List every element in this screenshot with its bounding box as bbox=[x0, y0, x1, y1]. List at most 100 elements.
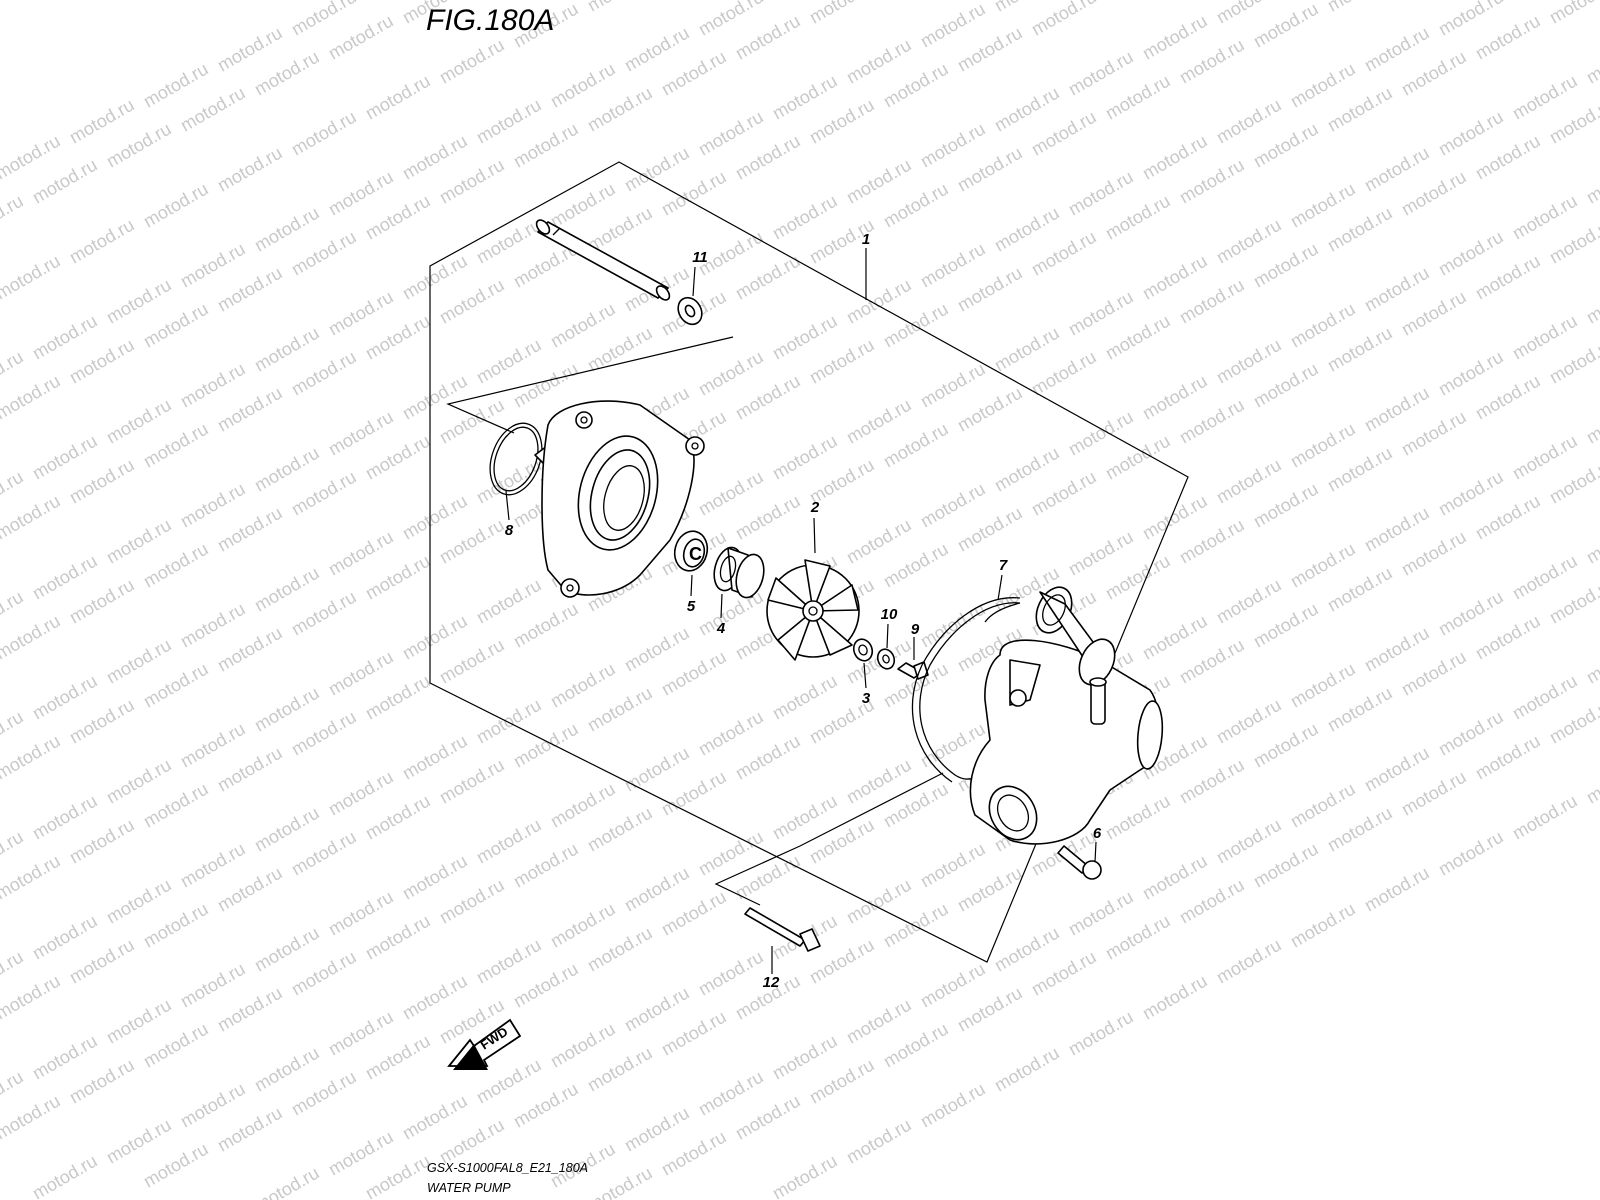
watermark-text: motod.ru bbox=[658, 47, 730, 100]
watermark-text: motod.ru bbox=[288, 587, 360, 640]
watermark-text: motod.ru bbox=[436, 875, 508, 928]
watermark-text: motod.ru bbox=[1065, 1007, 1137, 1060]
watermark-text: motod.ru bbox=[954, 23, 1026, 76]
watermark-text: motod.ru bbox=[1028, 227, 1100, 280]
watermark-text: motod.ru bbox=[140, 419, 212, 472]
watermark-text: motod.ru bbox=[510, 119, 582, 172]
watermark-text: motod.ru bbox=[362, 671, 434, 724]
watermark-text: motod.ru bbox=[140, 1019, 212, 1072]
watermark-text: motod.ru bbox=[214, 383, 286, 436]
watermark-text: motod.ru bbox=[1028, 0, 1100, 39]
watermark-text: motod.ru bbox=[251, 1163, 323, 1200]
watermark-text: motod.ru bbox=[1176, 35, 1248, 88]
watermark-text: motod.ru bbox=[1324, 443, 1396, 496]
watermark-text: motod.ru bbox=[1139, 971, 1211, 1024]
watermark-text: motod.ru bbox=[584, 683, 656, 736]
watermark-text: motod.ru bbox=[1583, 635, 1600, 688]
watermark-text: motod.ru bbox=[510, 359, 582, 412]
watermark-text: motod.ru bbox=[140, 299, 212, 352]
watermark-text: motod.ru bbox=[732, 851, 804, 904]
watermark-text: motod.ru bbox=[1472, 371, 1544, 424]
watermark-text: motod.ru bbox=[1287, 899, 1359, 952]
watermark-text: motod.ru bbox=[140, 659, 212, 712]
model-code: GSX-S1000FAL8_E21_180A bbox=[427, 1161, 588, 1175]
watermark-text: motod.ru bbox=[1398, 167, 1470, 220]
watermark-text: motod.ru bbox=[584, 803, 656, 856]
watermark-text: motod.ru bbox=[806, 95, 878, 148]
watermark-text: motod.ru bbox=[288, 1067, 360, 1120]
watermark-text: motod.ru bbox=[1176, 875, 1248, 928]
watermark-text: motod.ru bbox=[1250, 479, 1322, 532]
watermark-text: motod.ru bbox=[0, 191, 27, 244]
watermark-text: motod.ru bbox=[1250, 359, 1322, 412]
watermark-text: motod.ru bbox=[0, 371, 64, 424]
watermark-text: motod.ru bbox=[1583, 155, 1600, 208]
watermark-text: motod.ru bbox=[1250, 239, 1322, 292]
watermark-text: motod.ru bbox=[362, 1031, 434, 1084]
washer-10 bbox=[876, 623, 896, 670]
watermark-text: motod.ru bbox=[954, 863, 1026, 916]
watermark-text: motod.ru bbox=[1324, 323, 1396, 376]
watermark-text: motod.ru bbox=[214, 863, 286, 916]
watermark-text: motod.ru bbox=[1324, 83, 1396, 136]
watermark-text: motod.ru bbox=[1472, 731, 1544, 784]
watermark-text: motod.ru bbox=[732, 11, 804, 64]
callout-5: 5 bbox=[687, 598, 696, 615]
watermark-text: motod.ru bbox=[103, 119, 175, 172]
callout-4: 4 bbox=[716, 620, 726, 637]
watermark-text: motod.ru bbox=[806, 815, 878, 868]
watermark-text: motod.ru bbox=[66, 215, 138, 268]
watermark-text: motod.ru bbox=[1028, 947, 1100, 1000]
watermark-text: motod.ru bbox=[214, 743, 286, 796]
watermark-text: motod.ru bbox=[140, 539, 212, 592]
watermark-text: motod.ru bbox=[29, 155, 101, 208]
watermark-text: motod.ru bbox=[510, 599, 582, 652]
screw-6 bbox=[1057, 841, 1102, 880]
watermark-text: motod.ru bbox=[0, 851, 64, 904]
watermark-text: motod.ru bbox=[1324, 203, 1396, 256]
watermark-text: motod.ru bbox=[1472, 251, 1544, 304]
watermark-text: motod.ru bbox=[584, 83, 656, 136]
cut-line-upper bbox=[446, 336, 734, 434]
watermark-text: motod.ru bbox=[1361, 863, 1433, 916]
watermark-text: motod.ru bbox=[658, 647, 730, 700]
watermark-text: motod.ru bbox=[362, 1151, 434, 1200]
watermark-text: motod.ru bbox=[584, 323, 656, 376]
watermark-text: motod.ru bbox=[1583, 275, 1600, 328]
watermark-text: motod.ru bbox=[1324, 683, 1396, 736]
watermark-text: motod.ru bbox=[1472, 491, 1544, 544]
watermark-text: motod.ru bbox=[1324, 563, 1396, 616]
watermark-text: motod.ru bbox=[1102, 0, 1174, 3]
watermark-text: motod.ru bbox=[732, 491, 804, 544]
watermark-text: motod.ru bbox=[1176, 635, 1248, 688]
watermark-text: motod.ru bbox=[769, 1151, 841, 1200]
o-ring-7 bbox=[911, 574, 1021, 783]
watermark-text: motod.ru bbox=[1324, 803, 1396, 856]
watermark-text: motod.ru bbox=[1398, 647, 1470, 700]
watermark-text: motod.ru bbox=[214, 503, 286, 556]
o-ring-8 bbox=[489, 422, 543, 521]
watermark-text: motod.ru bbox=[880, 899, 952, 952]
watermark-text: motod.ru bbox=[954, 503, 1026, 556]
watermark-text: motod.ru bbox=[658, 1007, 730, 1060]
callout-10: 10 bbox=[881, 606, 898, 623]
washer-3 bbox=[852, 638, 874, 689]
watermark-text: motod.ru bbox=[66, 455, 138, 508]
watermark-text: motod.ru bbox=[288, 107, 360, 160]
watermark-text: motod.ru bbox=[214, 623, 286, 676]
watermark-text: motod.ru bbox=[66, 575, 138, 628]
watermark-text: motod.ru bbox=[29, 1151, 101, 1200]
watermark-text: motod.ru bbox=[66, 935, 138, 988]
watermark-text: motod.ru bbox=[1250, 119, 1322, 172]
watermark-text: motod.ru bbox=[1398, 527, 1470, 580]
watermark-text: motod.ru bbox=[0, 251, 64, 304]
watermark-text: motod.ru bbox=[66, 335, 138, 388]
watermark-text: motod.ru bbox=[362, 911, 434, 964]
watermark-text: motod.ru bbox=[1398, 407, 1470, 460]
watermark-text: motod.ru bbox=[214, 1103, 286, 1156]
callout-9: 9 bbox=[911, 621, 920, 638]
watermark-text: motod.ru bbox=[1472, 11, 1544, 64]
impeller-2 bbox=[766, 517, 860, 661]
watermark-text: motod.ru bbox=[732, 131, 804, 184]
watermark-text: motod.ru bbox=[214, 983, 286, 1036]
